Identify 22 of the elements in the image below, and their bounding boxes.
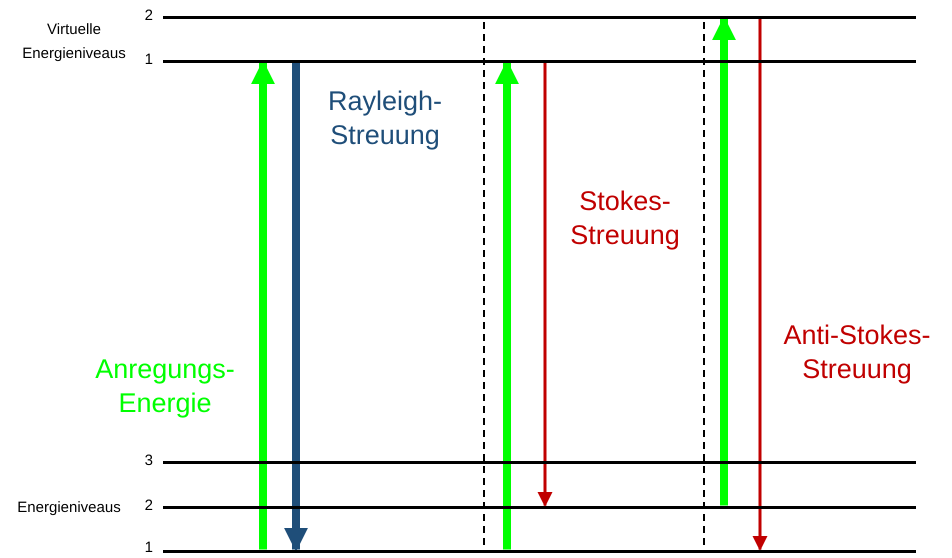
edge-label: Anregungs-Energie xyxy=(94,353,236,420)
edge-label: Anti-Stokes-Streuung xyxy=(782,319,932,386)
energy-level-line xyxy=(163,460,916,464)
level-number: 1 xyxy=(144,540,153,556)
arrow xyxy=(251,60,275,550)
energy-level-line xyxy=(163,550,916,552)
level-number: 3 xyxy=(144,453,153,469)
arrow xyxy=(752,18,768,551)
energy-level-line xyxy=(163,16,916,18)
energy-level-line xyxy=(163,60,916,62)
arrow xyxy=(538,62,552,507)
edge-label: Rayleigh-Streuung xyxy=(326,85,444,152)
level-number: 2 xyxy=(144,498,153,514)
axis-label: Energieniveaus xyxy=(16,498,122,518)
axis-label: Virtuelle Energieniveaus xyxy=(21,20,127,64)
level-number: 2 xyxy=(144,8,153,24)
arrow xyxy=(284,62,308,552)
energy-level-line xyxy=(163,506,916,508)
level-number: 1 xyxy=(144,52,153,68)
arrow xyxy=(495,60,519,550)
arrow xyxy=(712,16,736,506)
edge-label: Stokes-Streuung xyxy=(569,185,681,252)
